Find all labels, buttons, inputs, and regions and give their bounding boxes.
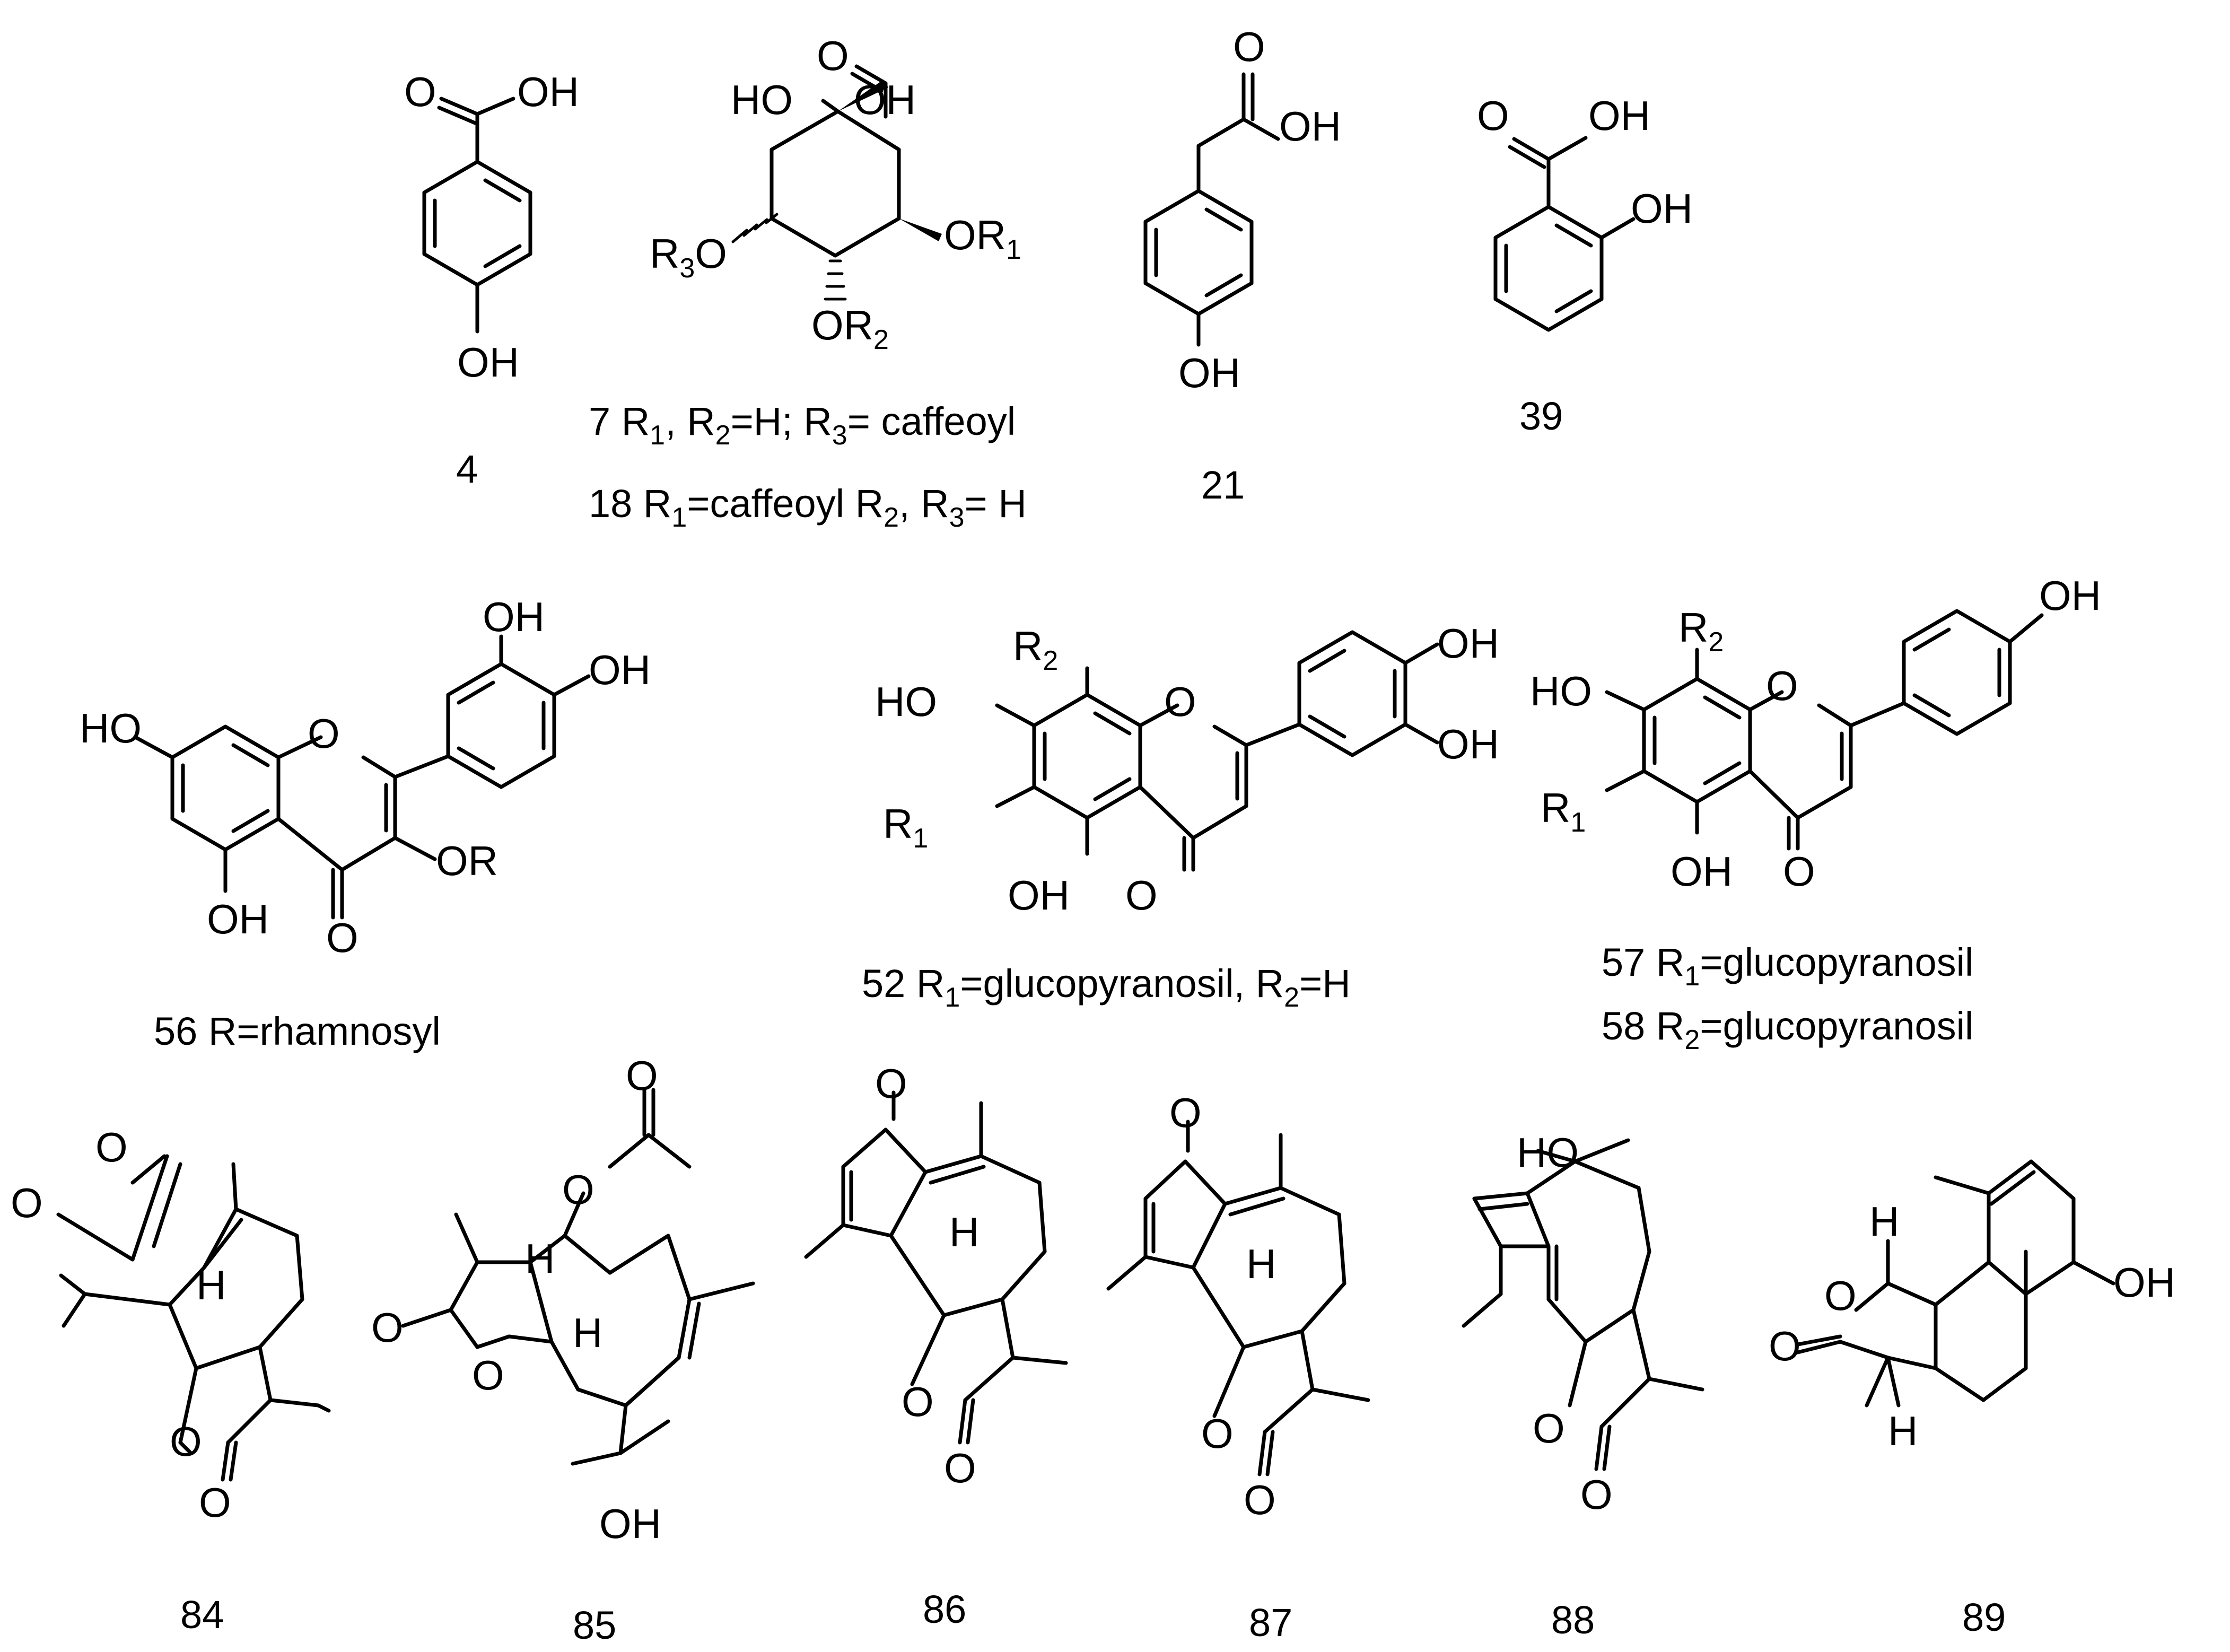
atom-label-oh: OH <box>2039 572 2101 619</box>
atom-label-oh: OH <box>1437 721 1499 767</box>
atom-label-or1: OR1 <box>944 212 1021 265</box>
atom-label-r1: R1 <box>1541 784 1586 838</box>
compound-58-caption: 58 R2=glucopyranosil <box>1602 1004 1974 1055</box>
atom-label-h: H <box>525 1235 555 1282</box>
compound-number-89: 89 <box>1962 1595 2006 1639</box>
atom-label-oh: OH <box>1437 620 1499 667</box>
atom-label-oh: OH <box>457 339 519 386</box>
compound-number-84: 84 <box>180 1593 224 1637</box>
compound-52-caption: 52 R1=glucopyranosil, R2=H <box>862 962 1351 1013</box>
atom-label-oh: OH <box>207 896 269 942</box>
atom-label-o: O <box>170 1418 202 1465</box>
atom-label-o: O <box>1233 23 1265 70</box>
atom-label-oh: OH <box>1631 185 1693 232</box>
atom-label-r3o: R3O <box>650 230 727 284</box>
atom-label-ho: HO <box>875 678 937 725</box>
compound-57-58-structure: O R2 HO R1 OH O OH 57 R1=glucopyranosil … <box>1530 572 2101 1055</box>
atom-label-o: O <box>1169 1089 1202 1136</box>
atom-label-ho: HO <box>1530 668 1592 714</box>
atom-label-oh: OH <box>517 68 579 115</box>
atom-label-oh: OH <box>1588 92 1650 139</box>
compound-56-caption: 56 R=rhamnosyl <box>154 1009 441 1053</box>
atom-label-o: O <box>199 1479 231 1526</box>
atom-label-o: O <box>326 914 358 961</box>
atom-label-o: O <box>1766 662 1798 709</box>
atom-label-o: O <box>371 1304 404 1351</box>
compound-number-39: 39 <box>1519 394 1563 438</box>
compound-7-18-structure: HO O OH R3O OR1 OR2 7 R1, R2=H; R3= caff… <box>589 32 1027 533</box>
compound-number-88: 88 <box>1551 1598 1595 1642</box>
atom-label-r1: R1 <box>883 800 928 854</box>
compound-89-structure: H O O H OH 89 <box>1769 1159 2175 1639</box>
compound-number-21: 21 <box>1201 463 1245 507</box>
atom-label-o: O <box>472 1352 504 1398</box>
atom-label-ho: HO <box>731 76 793 123</box>
atom-label-h: H <box>1869 1198 1899 1245</box>
atom-label-oh: OH <box>2113 1259 2175 1306</box>
atom-label-o: O <box>1244 1476 1276 1523</box>
atom-label-o: O <box>1824 1272 1857 1319</box>
atom-label-o: O <box>875 1060 907 1107</box>
atom-label-o: O <box>1125 872 1158 919</box>
atom-label-h: H <box>949 1209 979 1255</box>
compound-number-87: 87 <box>1249 1601 1292 1645</box>
atom-label-oh: OH <box>1008 872 1070 919</box>
compound-84-structure: O O H O O 84 <box>11 1124 331 1637</box>
atom-label-oh: OH <box>589 646 651 693</box>
atom-label-o: O <box>1783 848 1815 895</box>
atom-label-o: O <box>1477 92 1509 139</box>
atom-label-oh: OH <box>854 76 916 123</box>
atom-label-oh: OH <box>1671 848 1733 895</box>
atom-label-h: H <box>196 1262 226 1308</box>
compound-52-structure: O R2 HO R1 OH O OH OH 52 R1=glucopyranos… <box>862 620 1499 1013</box>
compound-18-caption: 18 R1=caffeoyl R2, R3= H <box>589 482 1027 533</box>
compound-88-structure: HO O O 88 <box>1462 1129 1704 1642</box>
atom-label-o: O <box>626 1052 658 1099</box>
atom-label-o: O <box>944 1445 976 1491</box>
atom-label-h: H <box>573 1309 602 1356</box>
atom-label-oh: OH <box>1178 349 1240 396</box>
compound-86-structure: O H O O 86 <box>804 1060 1068 1631</box>
compound-56-structure: O HO OH O OR OH OH 56 R=rhamnosyl <box>80 593 651 1053</box>
atom-label-o: O <box>1201 1410 1234 1457</box>
compound-4-structure: O OH OH 4 <box>404 68 579 491</box>
atom-label-o: O <box>1769 1323 1801 1369</box>
atom-label-ho: HO <box>1517 1129 1579 1176</box>
atom-label-o: O <box>902 1378 934 1425</box>
atom-label-r2: R2 <box>1678 604 1724 658</box>
atom-label-oh: OH <box>483 593 545 640</box>
compound-number-85: 85 <box>573 1603 616 1647</box>
compound-57-caption: 57 R1=glucopyranosil <box>1602 940 1974 992</box>
atom-label-o: O <box>11 1179 43 1226</box>
atom-label-h: H <box>1888 1408 1918 1454</box>
atom-label-o: O <box>1533 1405 1565 1452</box>
compound-number-86: 86 <box>923 1587 966 1631</box>
atom-label-o: O <box>1164 678 1196 725</box>
atom-label-o: O <box>562 1166 594 1213</box>
atom-label-or2: OR2 <box>811 302 889 355</box>
atom-label-h: H <box>1246 1240 1276 1287</box>
atom-label-o: O <box>308 710 340 757</box>
atom-label-o: O <box>95 1124 128 1170</box>
compound-85-structure: O O H H O O OH 85 <box>371 1052 755 1647</box>
compound-21-structure: O OH OH 21 <box>1143 23 1341 507</box>
atom-label-o: O <box>1580 1471 1613 1518</box>
atom-label-r2: R2 <box>1013 623 1058 676</box>
atom-label-oh: OH <box>599 1500 661 1547</box>
atom-label-ho: HO <box>80 705 142 751</box>
compound-87-structure: O H O O 87 <box>1106 1089 1370 1645</box>
compound-7-caption: 7 R1, R2=H; R3= caffeoyl <box>589 399 1016 451</box>
atom-label-o: O <box>817 32 849 79</box>
compound-39-structure: O OH OH 39 <box>1477 92 1693 438</box>
atom-label-or: OR <box>436 837 498 884</box>
atom-label-oh: OH <box>1279 103 1341 150</box>
compound-number-4: 4 <box>456 447 478 491</box>
atom-label-o: O <box>404 68 436 115</box>
